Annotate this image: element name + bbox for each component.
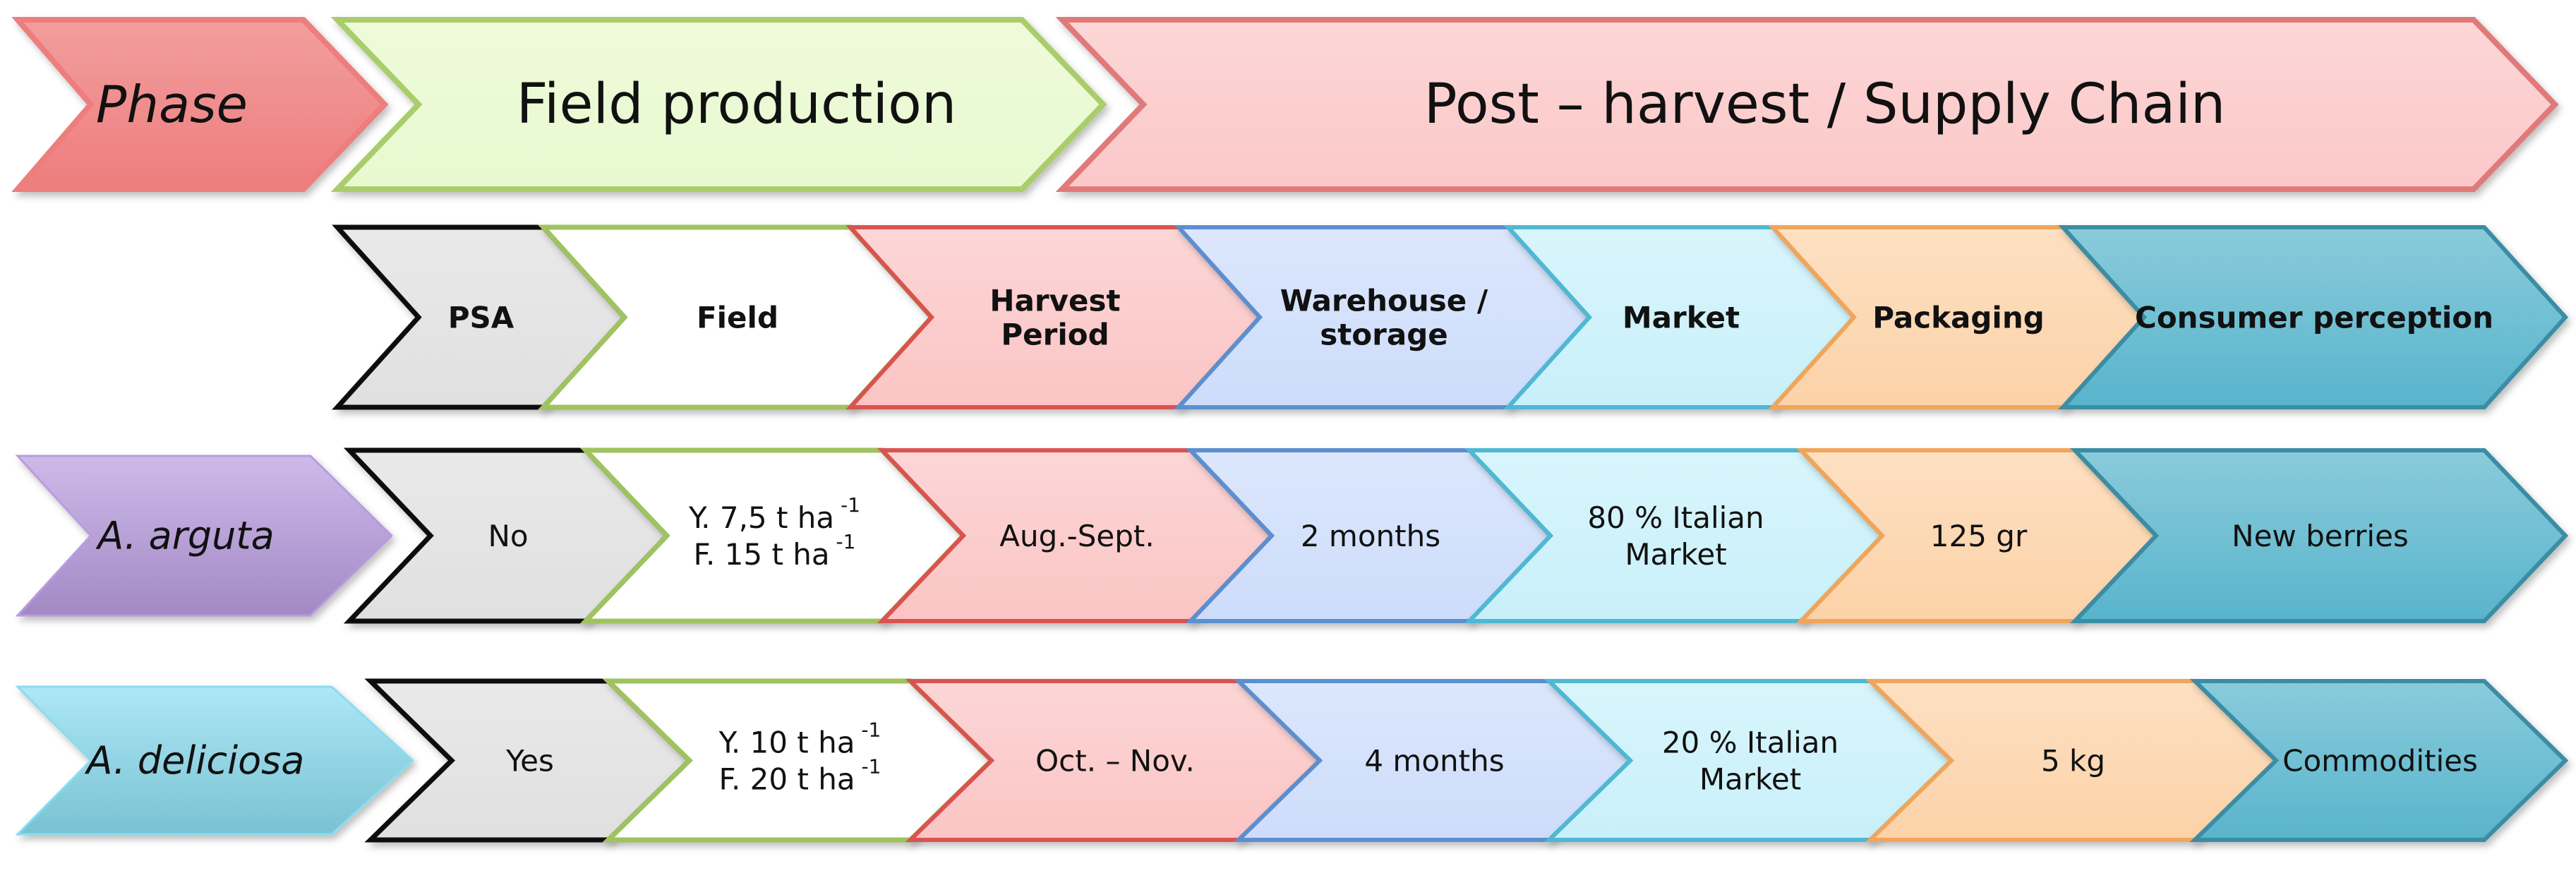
header-field-production: Field production [330,17,1107,192]
cell-packaging-1-value-line-0: 5 kg [2041,743,2105,778]
cell-packaging-1: 5 kg [1865,679,2280,842]
cell-consumer-1: Commodities [2189,679,2569,842]
cell-harvest-0: Aug.-Sept. [877,448,1275,623]
cell-market-1-value-line-0: 20 % Italian [1662,725,1838,759]
cell-warehouse-1-value-line-0: 4 months [1364,743,1504,778]
header-phase-shape [11,17,389,192]
stage-consumer-shape [2058,225,2569,409]
cell-field-0-value-sup-0: -1 [834,493,860,517]
cell-consumer-0-shape [2070,448,2569,623]
header-phase: Phase [11,17,389,192]
stage-warehouse-label-line-0: Warehouse / [1280,283,1488,318]
header-row: Phase Field production Post – harvest / Su… [11,17,2559,192]
species-label-0-shape [15,455,394,617]
cell-market-1-value-line-1: Market [1699,762,1801,796]
stage-harvest-label-line-0: Harvest [989,283,1120,318]
cell-market-0-value-line-0: 80 % Italian [1587,500,1764,535]
cell-consumer-0: New berries [2070,448,2569,623]
stage-psa-label-line-0: PSA [448,300,514,335]
species-row-1: A. deliciosa Yes Y. 10 t ha -1F. 20 t ha -… [15,678,2569,843]
species-label-0: A. arguta [15,455,394,617]
header-post-harvest-label: Post – harvest / Supply Chain [1424,73,2226,136]
header-field-production-label: Field production [517,73,957,136]
cell-consumer-1-shape [2189,679,2569,842]
cell-field-0-value-line-1: F. 15 t ha -1 [694,530,856,572]
species-rows: A. arguta No Y. 7,5 t ha -1F. 15 t ha -1 Au… [15,447,2569,843]
cell-warehouse-0: 2 months [1186,448,1554,623]
cell-harvest-0-value-line-0: Aug.-Sept. [999,519,1155,553]
species-label-1: A. deliciosa [15,685,415,836]
cell-psa-1-value-line-0: Yes [505,743,554,778]
stage-field-label-line-0: Field [697,300,778,335]
cell-warehouse-1: 4 months [1233,679,1634,842]
header-field-production-shape [330,17,1107,192]
cell-field-0-value-sup-1: -1 [830,530,856,553]
cell-consumer-1-value-line-0: Commodities [2282,743,2478,778]
cell-field-1-value-line-1: F. 20 t ha -1 [719,754,881,796]
cell-harvest-1-value-line-0: Oct. – Nov. [1035,743,1195,778]
stage-market-label-line-0: Market [1623,300,1740,335]
cell-field-1-value-line-0: Y. 10 t ha -1 [718,718,881,759]
stage-field: Field [538,224,935,410]
stage-warehouse-label-line-1: storage [1320,317,1448,351]
stage-harvest-label-line-1: Period [1001,317,1109,351]
species-label-0-text: A. arguta [95,514,274,558]
header-phase-label: Phase [96,75,248,134]
cell-packaging-0-value-line-0: 125 gr [1930,519,2028,553]
cell-field-1: Y. 10 t ha -1F. 20 t ha -1 [602,678,996,843]
header-post-harvest: Post – harvest / Supply Chain [1055,17,2559,192]
cell-field-1-value-sup-1: -1 [855,754,881,778]
stage-packaging: Packaging [1768,225,2148,409]
species-label-1-shape [15,685,415,836]
cell-psa-0-value-line-0: No [488,519,528,553]
stage-packaging-label-line-0: Packaging [1872,300,2045,335]
cell-field-0-value-line-0: Y. 7,5 t ha -1 [688,493,860,535]
stage-consumer-label-line-0: Consumer perception [2135,300,2493,335]
cell-market-0-value-line-1: Market [1625,537,1726,572]
cell-field-1-value-sup-0: -1 [855,718,881,741]
stage-consumer: Consumer perception [2058,225,2569,409]
species-row-0: A. arguta No Y. 7,5 t ha -1F. 15 t ha -1 Au… [15,447,2569,624]
species-label-1-text: A. deliciosa [85,738,305,783]
cell-warehouse-0-value-line-0: 2 months [1301,519,1440,553]
cell-consumer-0-value-line-0: New berries [2232,519,2409,553]
header-post-harvest-shape [1055,17,2559,192]
